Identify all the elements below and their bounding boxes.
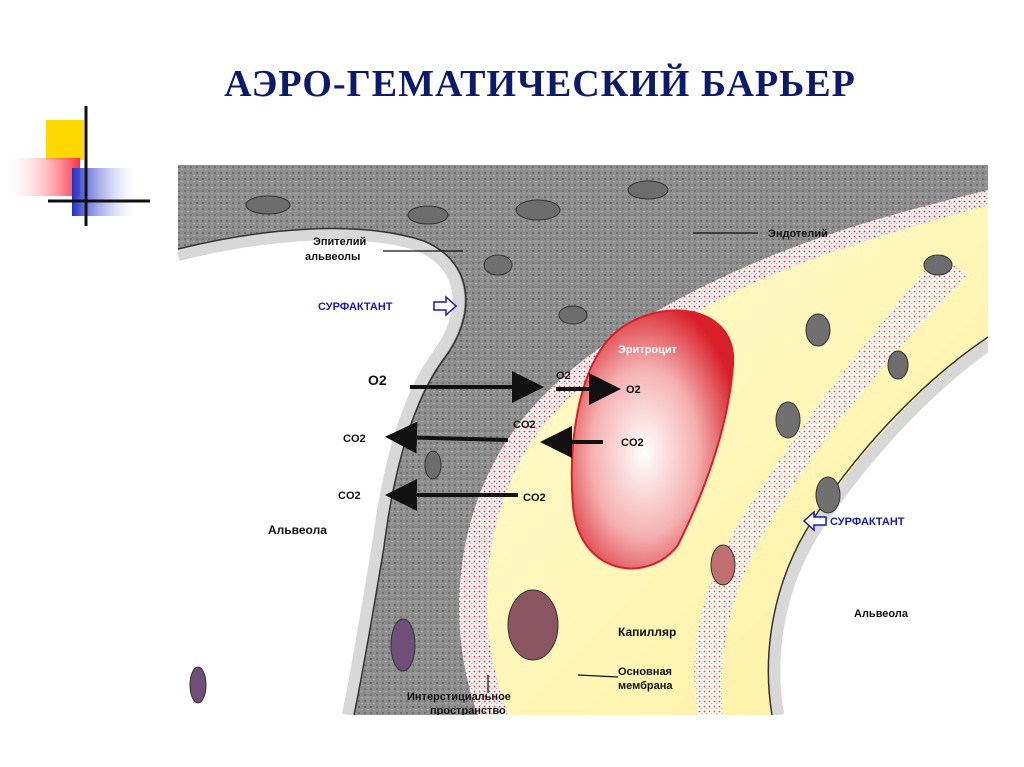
deco-yellow-square [46,120,84,160]
erythrocyte-label: Эритроцит [618,344,678,356]
o2-plasma-label: O2 [556,370,571,382]
surfactant-label-right: СУРФАКТАНТ [830,516,905,528]
co2-alveolus-label-2: CO2 [338,490,361,502]
basement-membrane-label-line1: Основная [618,666,672,678]
alveolus-left-label: Альвеола [268,523,327,537]
co2-plasma-label-2: CO2 [523,492,546,504]
o2-alveolus-label: O2 [368,372,387,388]
decorative-squares [0,100,160,230]
o2-erythrocyte-label: O2 [626,384,641,396]
aero-hematic-barrier-diagram: Эпителий альвеолы Эндотелий СУРФАКТАНТ С… [178,165,988,715]
co2-erythrocyte-label: CO2 [621,437,644,449]
epithelium-label-line1: Эпителий [313,236,366,248]
co2-plasma-label-1: CO2 [513,419,536,431]
co2-alveolus-label-1: CO2 [343,433,366,445]
basement-membrane-label-line2: мембрана [618,680,673,692]
alveolus-right-label: Альвеола [854,608,909,620]
capillary-label: Капилляр [618,625,676,639]
epithelium-label-line2: альвеолы [305,251,360,263]
deco-blue-square [72,168,134,216]
interstitial-label-line2: пространство [430,705,506,715]
surfactant-label-left: СУРФАКТАНТ [318,301,393,313]
endothelium-label: Эндотелий [768,228,828,240]
interstitial-label-line1: Интерстициальное [407,691,511,703]
deco-red-square [10,158,80,196]
